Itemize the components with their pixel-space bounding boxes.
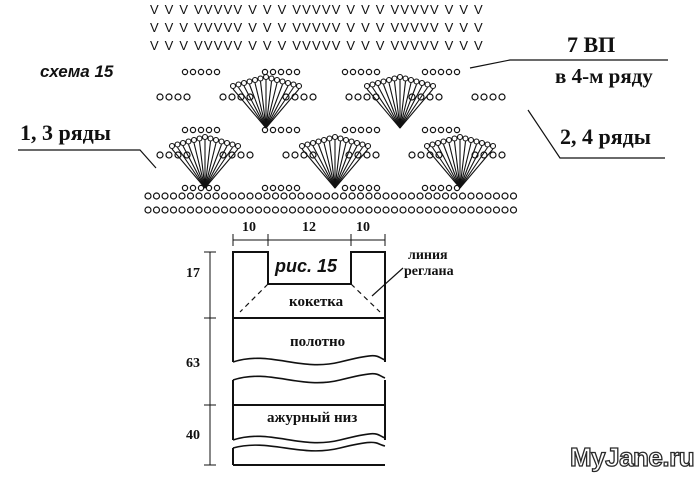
dim-top-mid: 12	[302, 220, 316, 235]
lace-break-bottom	[232, 441, 386, 452]
section-body-label: полотно	[290, 334, 346, 350]
dimension-lines	[204, 234, 386, 466]
section-lace-label: ажурный низ	[267, 410, 358, 426]
dim-side-63: 63	[186, 356, 200, 371]
raglan-line-left	[239, 283, 269, 313]
raglan-label-1: линия	[408, 248, 448, 263]
stitch-v-row-3: V V V VVVVV V V V VVVVV V V V VVVVV V V …	[150, 38, 484, 53]
dim-top-left: 10	[242, 220, 256, 235]
dim-side-40: 40	[186, 428, 200, 443]
callout-row4: в 4-м ряду	[555, 64, 653, 88]
stitch-v-row-1: V V V VVVVV V V V VVVVV V V V VVVVV V V …	[150, 2, 484, 17]
chain-stitch-rows	[144, 68, 518, 214]
shell-fans	[168, 73, 497, 189]
stitch-v-row-2: V V V VVVVV V V V VVVVV V V V VVVVV V V …	[150, 20, 484, 35]
raglan-pointer	[371, 267, 404, 297]
callout-line-rows-13	[18, 149, 157, 169]
lace-break-top	[232, 432, 386, 444]
raglan-line-right	[350, 283, 381, 313]
rows-13-label: 1, 3 ряды	[20, 120, 111, 145]
section-yoke-label: кокетка	[289, 294, 344, 310]
body-break-top	[232, 354, 386, 366]
callout-line-rows-24	[527, 109, 665, 159]
watermark-logo: MyJane.ru	[569, 441, 695, 472]
callout-line-7vp	[469, 59, 668, 69]
yoke-outline	[232, 251, 386, 318]
garment-schematic	[232, 251, 404, 466]
dim-top-right: 10	[356, 220, 370, 235]
body-break-bottom	[232, 372, 386, 384]
scheme-label: схема 15	[40, 62, 114, 81]
callout-7vp: 7 ВП	[567, 32, 616, 57]
figure-label: рис. 15	[275, 256, 338, 276]
dim-side-17: 17	[186, 266, 200, 281]
raglan-label-2: реглана	[404, 264, 454, 279]
rows-24-label: 2, 4 ряды	[560, 124, 651, 149]
